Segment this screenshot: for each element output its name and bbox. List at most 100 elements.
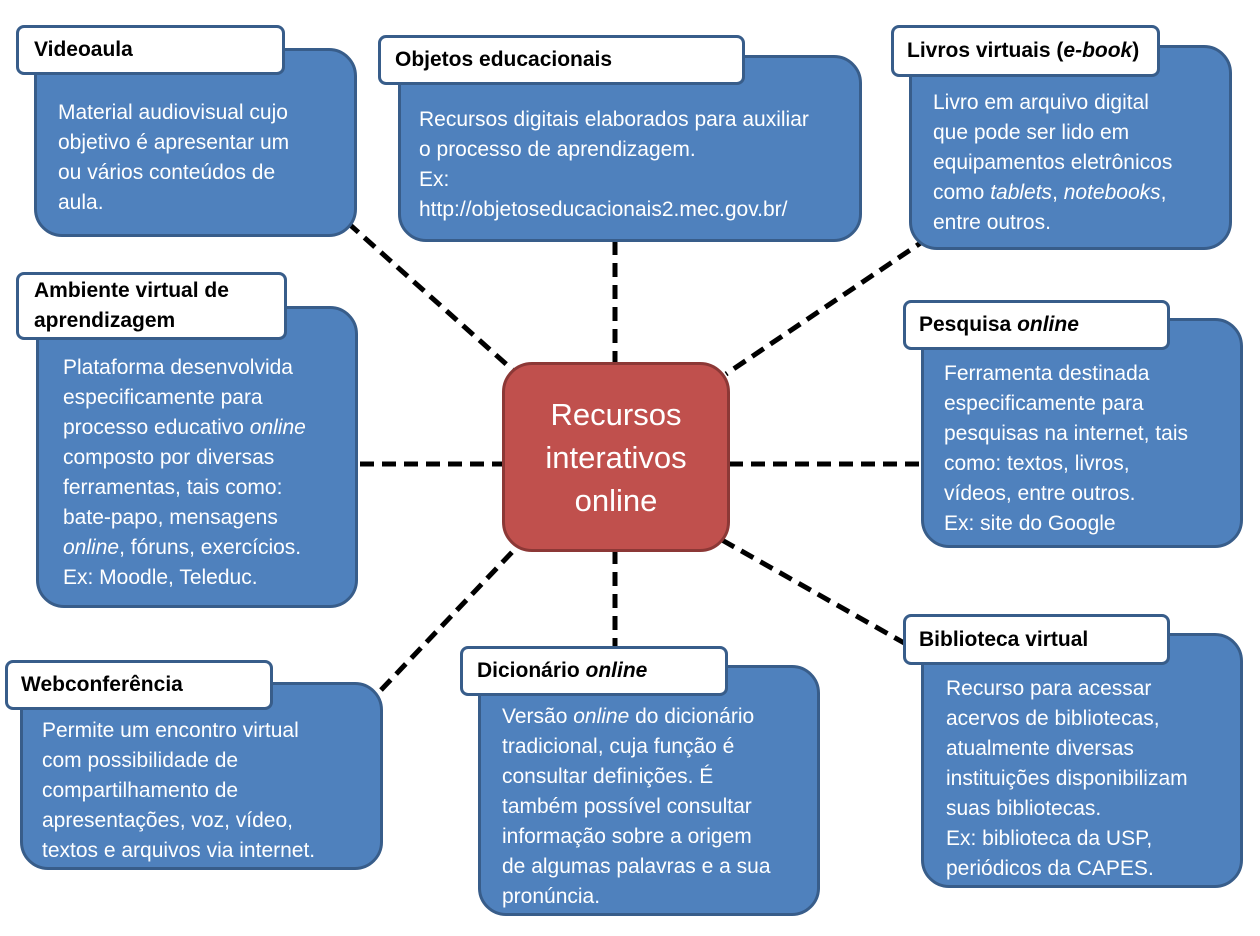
node-body: Versão online do dicionário tradicional, …	[478, 665, 820, 916]
node-title-tab: Videoaula	[16, 25, 285, 75]
node-body-line: pesquisas na internet, tais	[944, 419, 1240, 449]
node-body-text: objetivo é apresentar um	[58, 131, 290, 154]
node-title-tab: Ambiente virtual de aprendizagem	[16, 272, 287, 340]
node-body-text: pesquisas na internet, tais	[944, 422, 1188, 445]
node-title-text: Videoaula	[34, 38, 133, 61]
node-body-line: Ferramenta destinada	[944, 359, 1240, 389]
central-node-label-line: interativos	[545, 439, 687, 475]
node-body-text: como: textos, livros,	[944, 452, 1130, 475]
node-title-text: e-book	[1063, 39, 1133, 62]
node-body-line: instituições disponibilizam	[946, 764, 1240, 794]
node-body-line: objetivo é apresentar um	[58, 128, 354, 158]
node-body: Livro em arquivo digital que pode ser lid…	[909, 45, 1232, 250]
node-body-text: como	[933, 181, 991, 204]
node-title-text: Webconferência	[21, 673, 183, 696]
node-body-text: especificamente para	[63, 386, 263, 409]
node-body-text: vídeos, entre outros.	[944, 482, 1136, 505]
node-body-text: com possibilidade de	[42, 749, 239, 772]
node-body-text: consultar definições. É	[502, 765, 714, 788]
node-body-line: aula.	[58, 188, 354, 218]
node-body-text: aula.	[58, 191, 104, 214]
node-body-text: ,	[1160, 181, 1167, 204]
node-title-line: aprendizagem	[34, 306, 284, 336]
node-body-line: Recursos digitais elaborados para auxili…	[419, 105, 859, 135]
node-body-text: ferramentas, tais como:	[63, 476, 283, 499]
node-body-text: online	[249, 416, 306, 439]
node-body: Recursos digitais elaborados para auxili…	[398, 55, 862, 242]
node-title-line: Pesquisa online	[919, 310, 1167, 340]
node-title-text: Livros virtuais (	[907, 39, 1064, 62]
node-body-text: especificamente para	[944, 392, 1144, 415]
node-body-line: composto por diversas	[63, 443, 355, 473]
node-body-text: Ex: Moodle, Teleduc.	[63, 566, 258, 589]
node-body-line: que pode ser lido em	[933, 118, 1229, 148]
node-body-text: ou vários conteúdos de	[58, 161, 276, 184]
node-body-line: textos e arquivos via internet.	[42, 836, 380, 866]
connector-webconferencia	[379, 546, 518, 692]
node-body-line: Recurso para acessar	[946, 674, 1240, 704]
node-body-line: Ex: site do Google	[944, 509, 1240, 539]
node-body-line: Ex: biblioteca da USP,	[946, 824, 1240, 854]
central-node-label-line: online	[574, 482, 658, 518]
node-body-text: bate-papo, mensagens	[63, 506, 278, 529]
node-body-line: periódicos da CAPES.	[946, 854, 1240, 884]
node-body-text: de algumas palavras e a sua	[502, 855, 771, 878]
node-body-line: bate-papo, mensagens	[63, 503, 355, 533]
central-node-label-line: Recursos	[550, 396, 682, 432]
node-body-line: de algumas palavras e a sua	[502, 852, 817, 882]
node-body-line: o processo de aprendizagem.	[419, 135, 859, 165]
node-body-text: ,	[1052, 181, 1064, 204]
node-body-text: Versão	[502, 705, 574, 728]
node-body-text: Ex: biblioteca da USP,	[946, 827, 1153, 850]
node-body-line: Ex:	[419, 165, 859, 195]
node-body-line: apresentações, voz, vídeo,	[42, 806, 380, 836]
node-body-line: vídeos, entre outros.	[944, 479, 1240, 509]
node-body-line: também possível consultar	[502, 792, 817, 822]
node-body-text: Livro em arquivo digital	[933, 91, 1149, 114]
node-body-text: também possível consultar	[502, 795, 752, 818]
node-body-line: tradicional, cuja função é	[502, 732, 817, 762]
node-body-line: suas bibliotecas.	[946, 794, 1240, 824]
node-title-tab: Objetos educacionais	[378, 35, 745, 85]
node-body-line: como tablets, notebooks,	[933, 178, 1229, 208]
node-body-text: tradicional, cuja função é	[502, 735, 735, 758]
node-body-text: http://objetoseducacionais2.mec.gov.br/	[419, 198, 788, 221]
node-body-text: composto por diversas	[63, 446, 275, 469]
node-title-tab: Livros virtuais (e-book)	[891, 25, 1160, 77]
node-body-line: Livro em arquivo digital	[933, 88, 1229, 118]
node-body-line: acervos de bibliotecas,	[946, 704, 1240, 734]
node-body-line: especificamente para	[944, 389, 1240, 419]
node-title-line: Ambiente virtual de	[34, 276, 284, 306]
node-title-line: Objetos educacionais	[395, 45, 742, 75]
node-body-text: processo educativo	[63, 416, 250, 439]
node-body-line: especificamente para	[63, 383, 355, 413]
node-body-text: acervos de bibliotecas,	[946, 707, 1160, 730]
node-body-text: atualmente diversas	[946, 737, 1134, 760]
node-body-text: online	[573, 705, 630, 728]
node-title-text: Biblioteca virtual	[919, 627, 1089, 651]
node-body-text: que pode ser lido em	[933, 121, 1130, 144]
node-title-text: aprendizagem	[34, 309, 176, 332]
node-body-text: Recurso para acessar	[946, 677, 1152, 700]
node-body-text: informação sobre a origem	[502, 825, 752, 848]
node-body-text: instituições disponibilizam	[946, 767, 1188, 790]
node-body-line: pronúncia.	[502, 882, 817, 912]
node-body-text: notebooks	[1063, 181, 1161, 204]
connector-livros-virtuais	[724, 235, 930, 377]
node-body-line: ou vários conteúdos de	[58, 158, 354, 188]
node-body-text: Ex: site do Google	[944, 512, 1116, 535]
node-body-line: compartilhamento de	[42, 776, 380, 806]
node-body-line: informação sobre a origem	[502, 822, 817, 852]
node-body-line: com possibilidade de	[42, 746, 380, 776]
node-body-text: suas bibliotecas.	[946, 797, 1102, 820]
node-body-text: Ex:	[419, 168, 450, 191]
node-title-text: Ambiente virtual de	[34, 279, 229, 302]
central-node: Recursos interativos online	[502, 362, 730, 552]
node-title-text: online	[1017, 313, 1079, 336]
node-body-line: Versão online do dicionário	[502, 702, 817, 732]
node-title-tab: Pesquisa online	[903, 300, 1170, 350]
